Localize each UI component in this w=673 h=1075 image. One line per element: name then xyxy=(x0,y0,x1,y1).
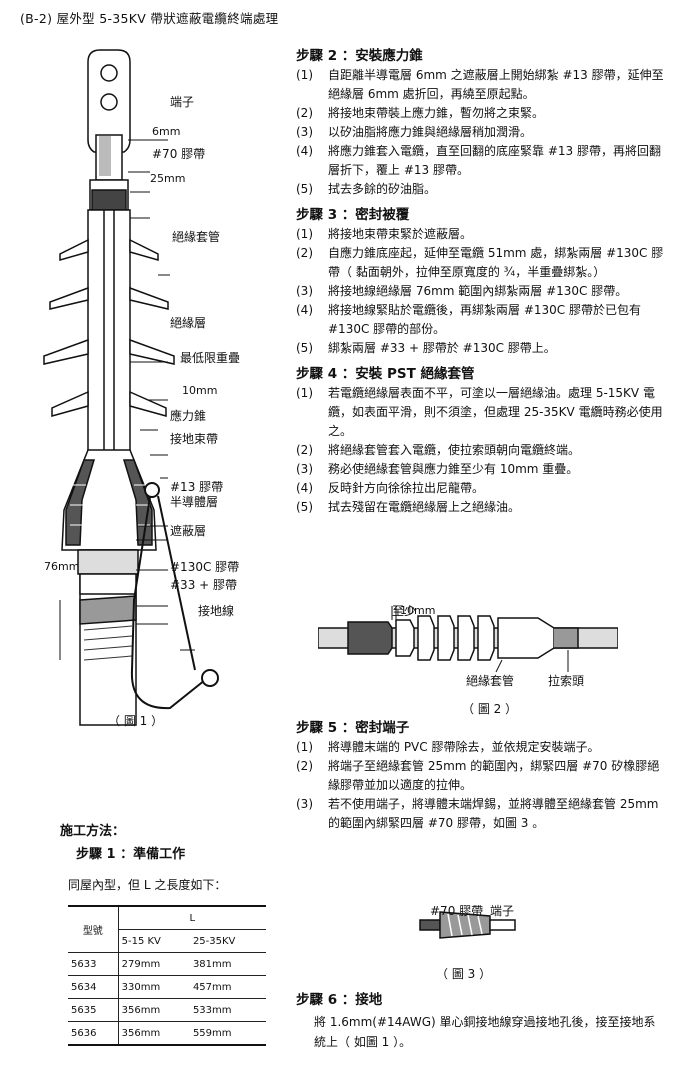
page-header: (B-2) 屋外型 5-35KV 帶狀遮蔽電纜終端處理 xyxy=(20,11,279,26)
step-3-item: (1)將接地束帶束緊於遮蔽層。 xyxy=(296,227,473,241)
label-stress-cone: 應力錐 xyxy=(170,409,207,423)
step-2-item: (1)自距離半導電層 6mm 之遮蔽層上開始綁紮 #13 膠帶，延伸至絕緣層 6… xyxy=(296,68,664,101)
fig3-label-tape70: #70 膠帶 xyxy=(430,904,484,918)
label-insulator: 絕緣套管 xyxy=(172,230,221,244)
step-2-item: (4)將應力錐套入電纜，直至回翻的底座緊靠 #13 膠帶，再將回翻層折下，覆上 … xyxy=(296,144,661,177)
label-insulation: 絕緣層 xyxy=(170,316,207,330)
label-min-overlap: 最低限重疊 xyxy=(180,351,241,365)
step-5-item: (3)若不使用端子，將導體末端焊錫，並將導體至絕緣套管 25mm 的範圍內綁緊四… xyxy=(296,797,659,830)
label-terminal: 端子 xyxy=(170,95,195,109)
steps-2-4: 步驟 2 ：安裝應力錐 (1)自距離半導電層 6mm 之遮蔽層上開始綁紮 #13… xyxy=(296,44,666,521)
step-4-item: (5)拭去殘留在電纜絕緣層上之絕緣油。 xyxy=(296,500,521,514)
step-2-item: (2)將接地束帶裝上應力錐，暫勿將之束緊。 xyxy=(296,106,545,120)
label-semicon: 半導體層 xyxy=(170,495,219,509)
step-3: 步驟 3 ：密封被覆 (1)將接地束帶束緊於遮蔽層。 (2)自應力錐底座起，延伸… xyxy=(296,203,666,358)
col-L: L xyxy=(118,905,266,930)
label-25mm: 25mm xyxy=(150,172,186,185)
step-4-item: (1)若電纜絕緣層表面不平，可塗以一層絕緣油。處理 5-15KV 電纜，如表面平… xyxy=(296,386,663,438)
figure-2-caption: （ 圖 2 ） xyxy=(462,702,518,716)
figure-1-termination-drawing xyxy=(43,49,219,726)
step-4: 步驟 4 ：安裝 PST 絕緣套管 (1)若電纜絕緣層表面不平，可塗以一層絕緣油… xyxy=(296,362,666,517)
figure-3-caption: （ 圖 3 ） xyxy=(436,967,492,981)
step-3-heading: 步驟 3 ：密封被覆 xyxy=(296,207,410,223)
insulator-sheds xyxy=(43,209,175,461)
step-3-item: (5)綁紮兩層 #33 + 膠帶於 #130C 膠帶上。 xyxy=(296,341,556,355)
col-model: 型號 xyxy=(68,905,119,953)
stress-cone xyxy=(61,449,157,551)
step-1-note: 同屋內型，但 L 之長度如下： xyxy=(68,878,227,892)
label-tape13: #13 膠帶 xyxy=(170,480,224,494)
step-4-item: (4)反時針方向徐徐拉出尼龍帶。 xyxy=(296,481,485,495)
step-2: 步驟 2 ：安裝應力錐 (1)自距離半導電層 6mm 之遮蔽層上開始綁紮 #13… xyxy=(296,44,666,199)
step-1-heading: 步驟 1 ：準備工作 xyxy=(76,847,186,862)
ground-wire xyxy=(130,482,219,710)
step-5-item: (2)將端子至絕緣套管 25mm 的範圍內，綁緊四層 #70 矽橡膠絕緣膠帶並加… xyxy=(296,759,660,792)
step-4-heading: 步驟 4 ：安裝 PST 絕緣套管 xyxy=(296,366,475,382)
col-5-15kv: 5-15 KV xyxy=(118,929,190,953)
terminal-lug xyxy=(87,49,131,181)
fig2-label-min: 至少 xyxy=(392,604,417,618)
fig2-label-pull-head: 拉索頭 xyxy=(548,674,585,688)
fig3-label-terminal: 端子 xyxy=(490,904,515,918)
col-25-35kv: 25-35KV xyxy=(189,929,266,953)
label-tape70: #70 膠帶 xyxy=(152,147,206,161)
step-3-item: (2)自應力錐底座起，延伸至電纜 51mm 處，綁紮兩層 #130C 膠帶（ 黏… xyxy=(296,246,664,279)
step-5-heading: 步驟 5 ：密封端子 xyxy=(296,720,410,736)
step-6: 步驟 6 ：接地 將 1.6mm(#14AWG) 單心銅接地線穿過接地孔後，接至… xyxy=(296,988,666,1052)
step-4-item: (2)將絕緣套管套入電纜，使拉索頭朝向電纜終端。 xyxy=(296,443,581,457)
label-ground-strap: 接地束帶 xyxy=(170,432,219,446)
step-2-heading: 步驟 2 ：安裝應力錐 xyxy=(296,48,423,64)
method-title: 施工方法： xyxy=(60,824,126,839)
step-6-heading: 步驟 6 ：接地 xyxy=(296,992,383,1008)
step-6-text: 將 1.6mm(#14AWG) 單心銅接地線穿過接地孔後，接至接地系統上（ 如圖… xyxy=(314,1015,656,1049)
figure-1-caption: （ 圖 1 ） xyxy=(108,714,164,728)
label-76mm: 76mm xyxy=(44,560,80,573)
label-6mm: 6mm xyxy=(152,125,181,138)
label-ground-wire: 接地線 xyxy=(198,604,235,618)
step-4-item: (3)務必使絕緣套管與應力錐至少有 10mm 重疊。 xyxy=(296,462,579,476)
label-10mm: 10mm xyxy=(182,384,218,397)
step-5: 步驟 5 ：密封端子 (1)將導體末端的 PVC 膠帶除去，並依規定安裝端子。 … xyxy=(296,716,666,837)
step-2-item: (3)以矽油脂將應力錐與絕緣層稍加潤滑。 xyxy=(296,125,533,139)
step-5-item: (1)將導體末端的 PVC 膠帶除去，並依規定安裝端子。 xyxy=(296,740,600,754)
step-2-item: (5)拭去多餘的矽油脂。 xyxy=(296,182,437,196)
label-tape130c: #130C 膠帶 xyxy=(170,560,240,574)
fig2-label-insulator: 絕緣套管 xyxy=(466,674,515,688)
fig2-label-10mm: 10mm xyxy=(400,604,436,617)
figure-2-drawing xyxy=(318,606,618,673)
step-3-item: (3)將接地線絕緣層 76mm 範圍內綁紮兩層 #130C 膠帶。 xyxy=(296,284,628,298)
step-3-item: (4)將接地線緊貼於電纜後，再綁紮兩層 #130C 膠帶於已包有 #130C 膠… xyxy=(296,303,641,336)
figure-3-drawing xyxy=(419,911,516,939)
label-shield: 遮蔽層 xyxy=(170,524,207,538)
label-tape33: #33 + 膠帶 xyxy=(170,578,238,592)
